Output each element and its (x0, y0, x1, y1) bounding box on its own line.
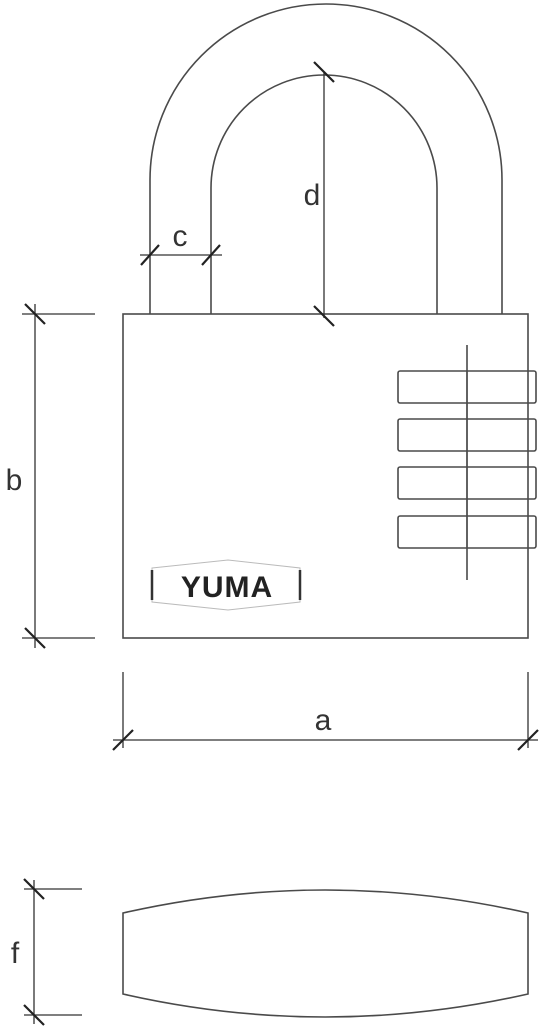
dimension-a-tick (112, 729, 134, 751)
dimension-a-tick (517, 729, 539, 751)
combination-dials (397, 345, 537, 580)
logo-frame (151, 559, 301, 611)
dimension-f-label: f (11, 937, 20, 970)
dimension-c-tick (201, 244, 221, 266)
dimension-b-tick (24, 303, 46, 325)
dimension-d-label: d (304, 179, 321, 212)
dimension-f-tick (23, 878, 45, 900)
dimension-b: b (6, 303, 95, 649)
dimension-b-tick (24, 627, 46, 649)
dimension-d-tick (313, 61, 335, 83)
dimension-c-label: c (173, 220, 188, 253)
dimension-c-tick (140, 244, 160, 266)
brand-logo: YUMA (150, 559, 302, 611)
dimension-b-label: b (6, 464, 23, 497)
dimension-a: a (112, 672, 539, 751)
dimension-f-tick (23, 1004, 45, 1026)
dimension-d-tick (313, 305, 335, 327)
lock-body (122, 313, 529, 639)
logo-text: YUMA (181, 571, 273, 604)
shackle (149, 3, 503, 314)
dimension-d: d (304, 61, 335, 327)
dimension-f: f (11, 878, 82, 1026)
lock-profile-view (122, 889, 529, 1018)
shackle-outer-outline (149, 3, 503, 314)
dimension-a-label: a (315, 704, 332, 737)
dimension-c: c (140, 220, 222, 266)
